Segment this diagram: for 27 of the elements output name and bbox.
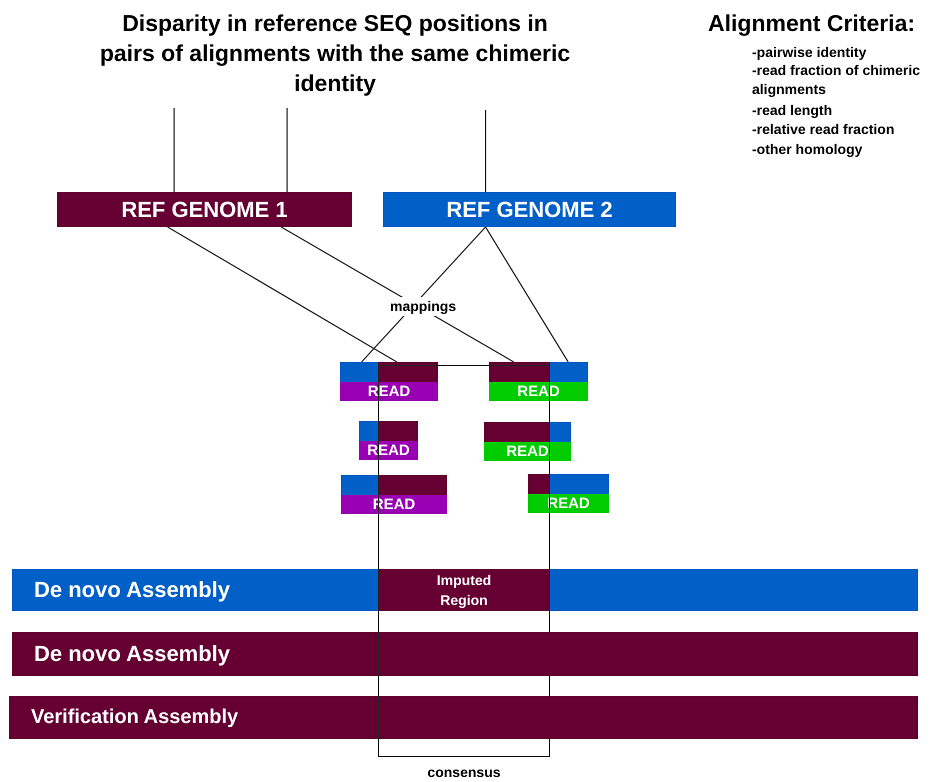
criteria-item: -read length [752,101,832,120]
assembly-bar [12,569,918,611]
bar-label: REF GENOME 1 [121,196,288,222]
reference-bar [57,192,352,227]
connector-line [174,108,175,192]
outline-caption: consensus [426,764,502,780]
read-block [484,422,571,461]
bar-label: Verification Assembly [31,706,238,729]
bar-label: De novo Assembly [34,641,230,667]
criteria-item: -pairwise identity [752,43,866,62]
criteria-item: -relative read fraction [752,120,894,139]
bar-label: REF GENOME 2 [446,196,613,222]
connector-line [485,226,569,362]
criteria-item: -other homology [752,140,862,159]
assembly-bar [9,696,918,739]
connector-line [484,110,486,192]
bar-label: De novo Assembly [34,577,230,603]
read-label: READ [506,442,549,461]
reference-bar [383,192,676,227]
heading: Alignment Criteria: [708,9,916,38]
criteria-item: -read fraction of chimeric alignments [752,61,922,99]
annotation-label: mappings [390,297,456,316]
connector-line [286,108,288,192]
region-label: Imputed Region [424,570,504,610]
assembly-bar [12,632,918,676]
connector-line [167,226,398,363]
title: Disparity in reference SEQ positions in pairs of alignments with the same chimeric identity [98,9,572,98]
